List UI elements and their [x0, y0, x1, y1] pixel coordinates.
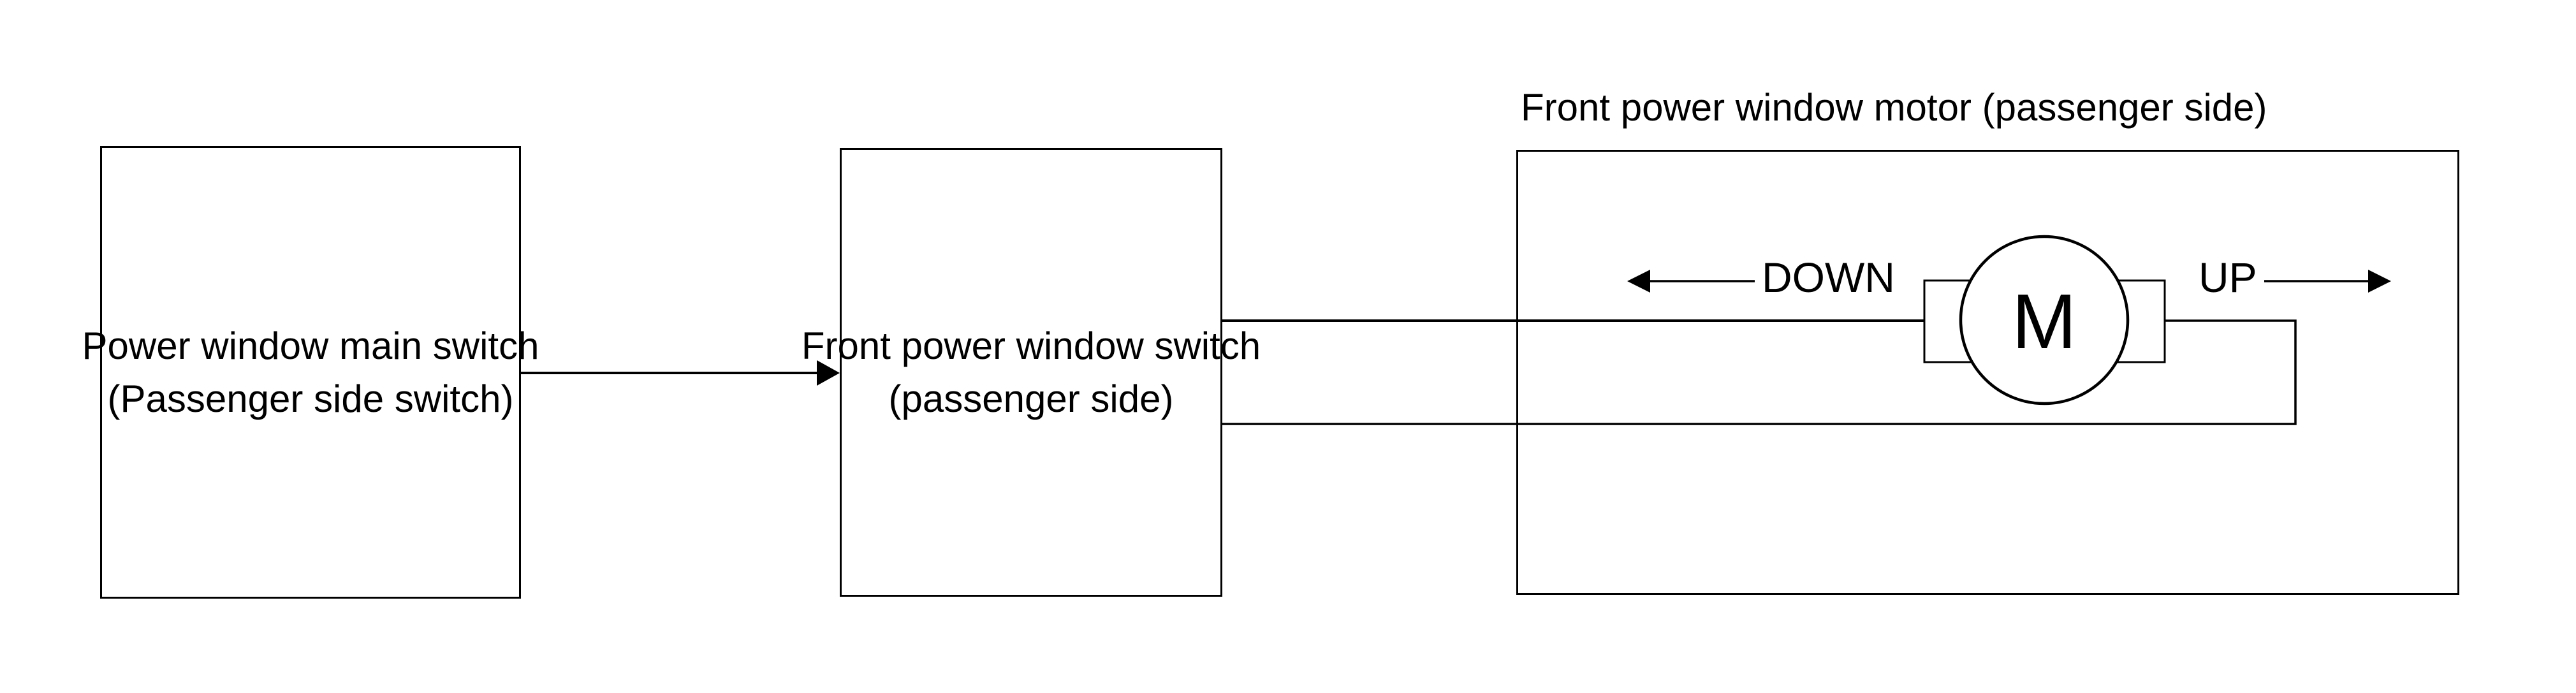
wire-return-loop [1222, 319, 2297, 425]
front-switch-label-line1: Front power window switch [801, 325, 1261, 367]
up-label: UP [2199, 254, 2257, 301]
main-switch-label-line1: Power window main switch [82, 325, 539, 367]
down-label: DOWN [1762, 254, 1895, 301]
front-switch-label-line2: (passenger side) [888, 377, 1174, 420]
main-switch-label-line2: (Passenger side switch) [107, 377, 514, 420]
switch-to-switch-arrow [521, 360, 840, 386]
up-direction-arrow [2264, 270, 2391, 293]
front-switch-box: Front power window switch (passenger sid… [801, 148, 1261, 597]
arrow-head-right-icon [817, 360, 840, 386]
motor-box [1516, 150, 2459, 595]
motor-box-title: Front power window motor (passenger side… [1521, 86, 2267, 129]
arrow-head-left-icon [1627, 270, 1650, 293]
motor-letter: M [2012, 278, 2077, 365]
main-switch-box: Power window main switch (Passenger side… [82, 146, 539, 599]
down-direction-arrow [1627, 270, 1755, 293]
arrow-head-right-icon [2368, 270, 2391, 293]
motor-circle-icon [1959, 235, 2130, 405]
